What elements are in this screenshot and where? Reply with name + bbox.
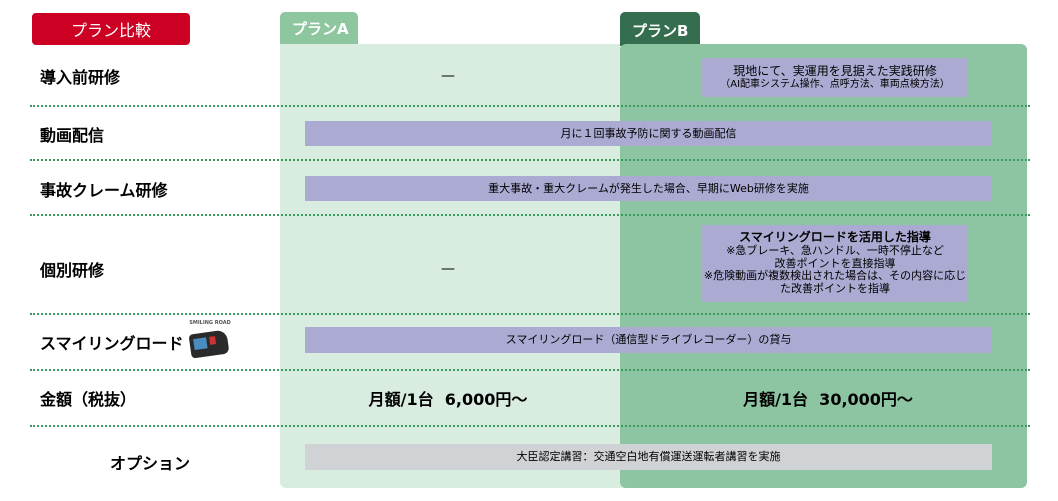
- row-divider: [30, 214, 1030, 216]
- plan-a-column: [280, 44, 630, 488]
- row-label-smiling-road: スマイリングロード: [40, 334, 184, 353]
- plan-a-intro-none: —: [441, 68, 455, 84]
- plan-b-individual-box: スマイリングロードを活用した指導 ※急ブレーキ、急ハンドル、一時不停止など 改善…: [702, 225, 968, 302]
- tab-plan-b: プランB: [620, 12, 700, 46]
- row-label-intro-training: 導入前研修: [40, 68, 121, 87]
- row-divider: [30, 425, 1030, 427]
- row-label-video: 動画配信: [40, 126, 105, 145]
- row-divider: [30, 105, 1030, 107]
- row-label-claim-training: 事故クレーム研修: [40, 181, 168, 200]
- smiling-shared-box: スマイリングロード（通信型ドライブレコーダー）の貸与: [305, 327, 992, 353]
- row-label-option: オプション: [110, 454, 191, 473]
- plan-compare-title: プラン比較: [32, 13, 190, 45]
- row-label-price: 金額（税抜）: [40, 390, 137, 409]
- plan-b-intro-box: 現地にて、実運用を見据えた実践研修 （AI配車システム操作、点呼方法、車両点検方…: [702, 58, 968, 97]
- plan-b-price: 月額/1台 30,000円～: [743, 390, 913, 409]
- claim-shared-box: 重大事故・重大クレームが発生した場合、早期にWeb研修を実施: [305, 176, 992, 201]
- plan-a-individual-none: —: [441, 261, 455, 277]
- row-divider: [30, 159, 1030, 161]
- option-shared-box: 大臣認定講習：交通空白地有償運送運転者講習を実施: [305, 444, 992, 470]
- plan-a-price: 月額/1台 6,000円～: [368, 390, 528, 409]
- individual-line: ※危険動画が複数検出された場合は、その内容に応じ: [703, 269, 967, 283]
- row-label-individual-training: 個別研修: [40, 261, 105, 280]
- row-divider: [30, 313, 1030, 315]
- intro-subtext: （AI配車システム操作、点呼方法、車両点検方法）: [720, 78, 950, 90]
- intro-text: 現地にて、実運用を見据えた実践研修: [733, 63, 937, 78]
- individual-line: 改善ポイントを直接指導: [774, 256, 896, 270]
- individual-line: ※急ブレーキ、急ハンドル、一時不停止など: [726, 244, 944, 258]
- video-shared-box: 月に１回事故予防に関する動画配信: [305, 121, 992, 146]
- row-divider: [30, 369, 1030, 371]
- tab-plan-a: プランA: [280, 12, 358, 46]
- dashcam-image: SMILING ROAD: [186, 320, 234, 362]
- individual-title: スマイリングロードを活用した指導: [739, 230, 931, 245]
- smiling-road-logo: SMILING ROAD: [189, 320, 231, 326]
- individual-line: た改善ポイントを指導: [780, 282, 890, 296]
